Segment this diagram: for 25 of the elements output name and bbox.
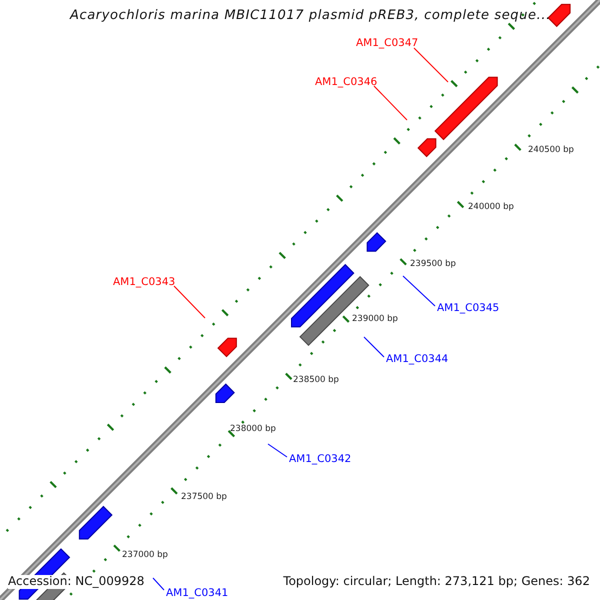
gene-label: AM1_C0347	[356, 37, 418, 50]
scale-label: 237000 bp	[122, 551, 168, 561]
title: Acaryochloris marina MBIC11017 plasmid pREB3, complete seque...	[70, 9, 551, 24]
scale-label: 237500 bp	[181, 493, 227, 503]
leader-line	[402, 276, 436, 306]
leader-line	[374, 86, 408, 120]
leader-line	[152, 578, 164, 590]
scale-label: 239000 bp	[352, 315, 398, 325]
leader-line	[174, 286, 206, 318]
summary-text: Topology: circular; Length: 273,121 bp; Genes: 362	[283, 575, 590, 589]
leader-line	[268, 444, 288, 458]
scale-label: 238000 bp	[230, 425, 276, 435]
scale-label: 240000 bp	[468, 203, 514, 213]
accession-text: Accession: NC_009928	[8, 575, 144, 589]
gene-label: AM1_C0341	[166, 587, 228, 600]
gene-label: AM1_C0345	[437, 302, 500, 314]
leader-line	[364, 336, 384, 358]
leader-line	[414, 48, 448, 82]
gene-label: AM1_C0343	[113, 276, 176, 288]
gene-label: AM1_C0342	[289, 453, 352, 466]
gene-label: AM1_C0344	[386, 353, 448, 366]
scale-label: 239500 bp	[410, 260, 456, 270]
scale-label: 240500 bp	[528, 146, 574, 156]
gene-label: AM1_C0346	[315, 76, 378, 88]
scale-label: 238500 bp	[293, 376, 339, 386]
